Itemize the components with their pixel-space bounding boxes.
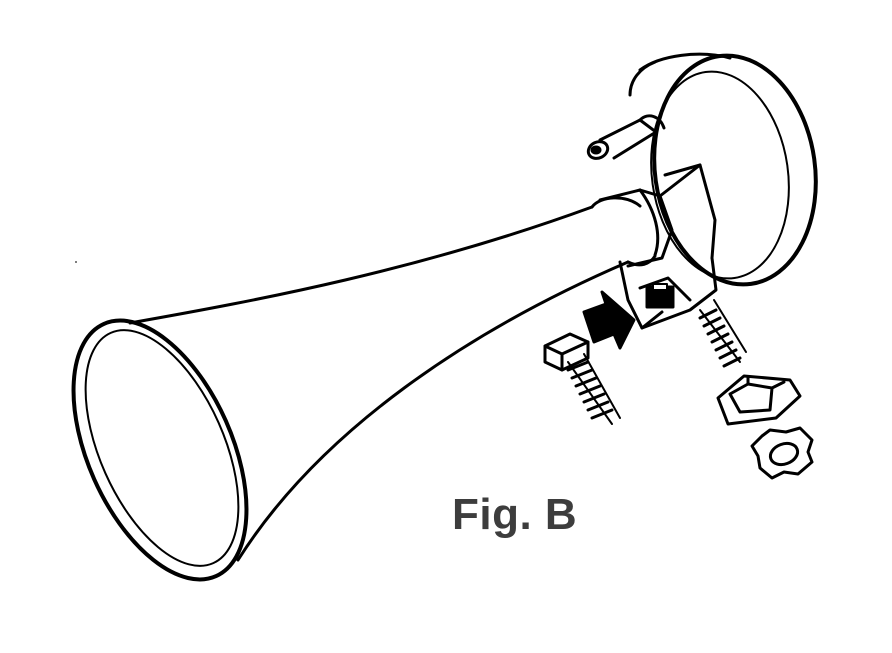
figure-caption: Fig. B	[452, 490, 578, 539]
hex-bolt	[543, 332, 621, 425]
direction-arrow	[582, 290, 636, 350]
mounting-bracket	[618, 256, 718, 330]
horn-collar	[598, 188, 674, 268]
stud	[698, 299, 747, 368]
lock-washer	[750, 426, 814, 480]
trumpet-horn	[71, 196, 657, 582]
air-inlet-nipple	[586, 114, 666, 160]
compressor-housing	[628, 52, 818, 287]
scan-speck	[75, 261, 77, 263]
bracket-stud-head	[645, 283, 675, 309]
hex-nut	[716, 374, 802, 426]
